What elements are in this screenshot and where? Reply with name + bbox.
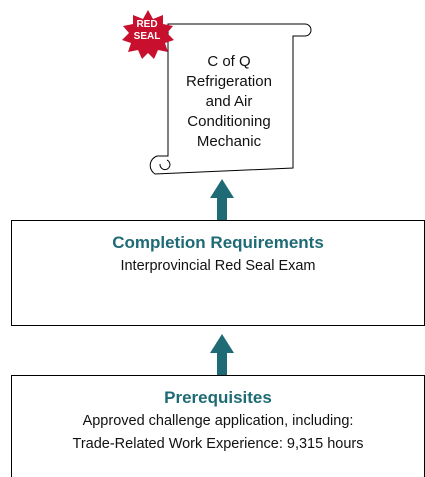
red-seal-badge: [122, 10, 174, 59]
red-seal-label-line1: RED: [136, 19, 158, 30]
certificate-scroll-icon: [149, 23, 312, 175]
prerequisite-item: Trade-Related Work Experience: 9,315 hou…: [72, 436, 364, 452]
credential-title-line: C of Q: [207, 53, 251, 70]
prerequisites-box: Prerequisites Approved challenge applica…: [11, 375, 425, 477]
credential-title-line: Refrigeration: [186, 73, 272, 90]
red-seal-label-line2: SEAL: [133, 31, 161, 42]
completion-requirements-box: Completion Requirements Interprovincial …: [11, 220, 425, 326]
credential-title-line: Mechanic: [196, 133, 262, 150]
completion-requirements-heading: Completion Requirements: [112, 233, 324, 252]
arrow-to-requirements: [210, 334, 234, 375]
credential-title: C of Q Refrigeration and Air Conditionin…: [167, 52, 291, 152]
completion-requirement-item: Interprovincial Red Seal Exam: [120, 258, 316, 274]
red-seal-label: RED SEAL: [127, 19, 167, 43]
credential-title-line: Conditioning: [187, 113, 271, 130]
prerequisite-item: Approved challenge application, includin…: [82, 413, 354, 429]
arrow-to-credential: [210, 179, 234, 220]
prerequisites-heading: Prerequisites: [164, 388, 272, 407]
credential-title-line: and Air: [205, 93, 253, 110]
